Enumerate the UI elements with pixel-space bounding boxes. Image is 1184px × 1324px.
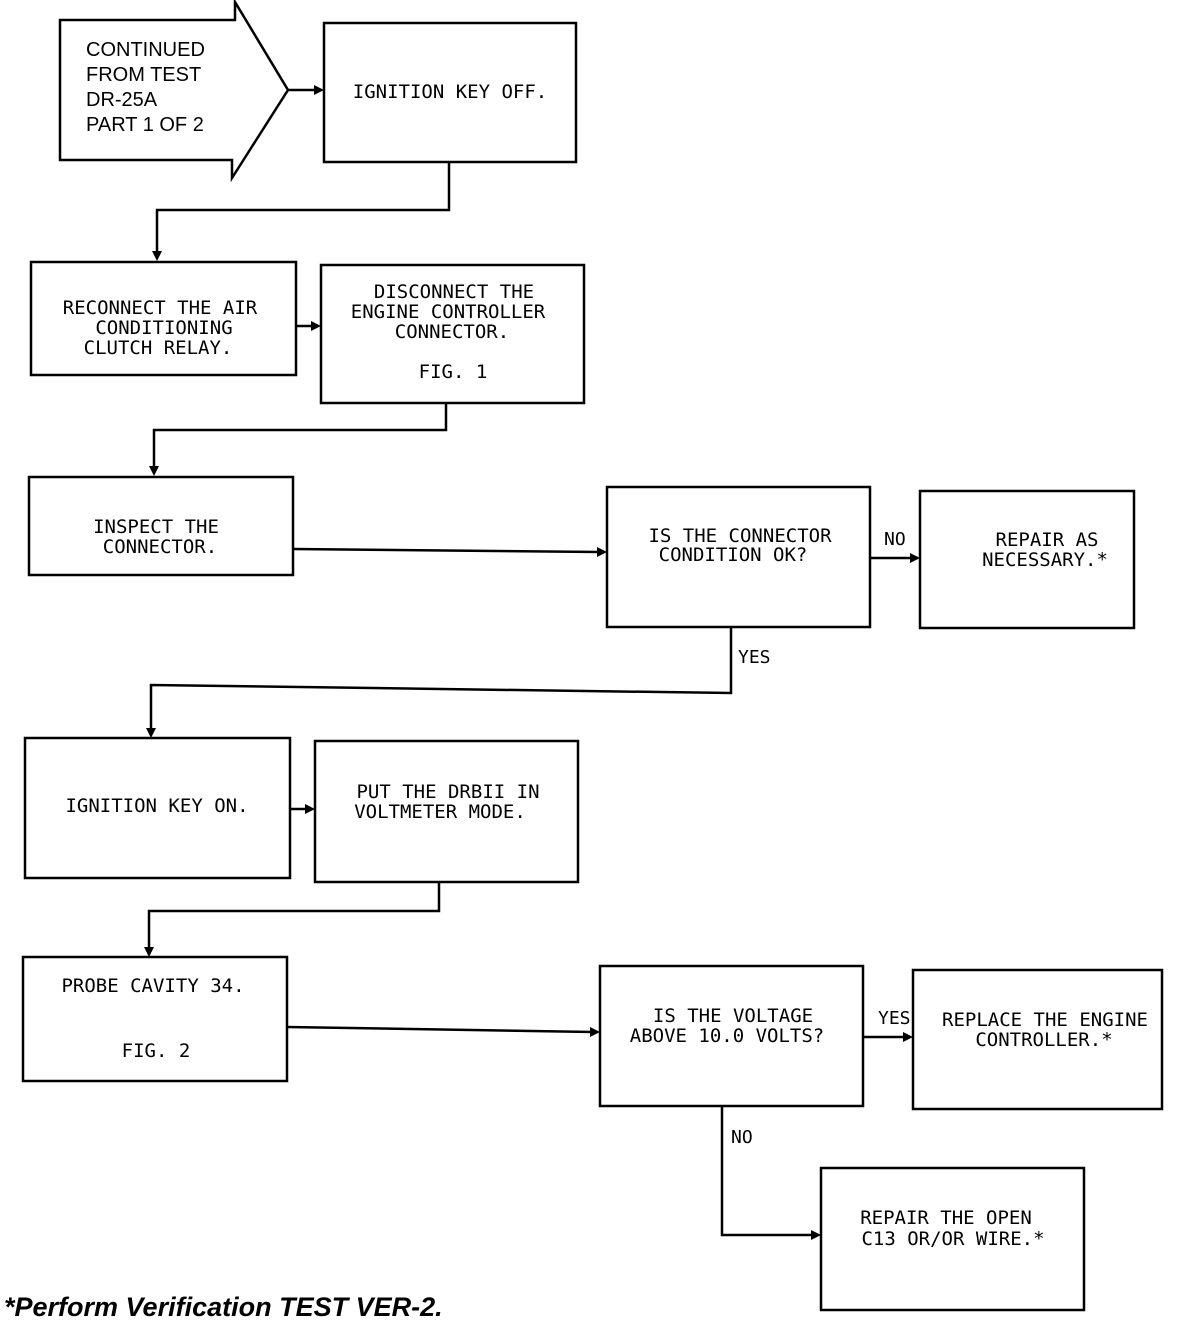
arrow-head bbox=[305, 804, 315, 814]
step-repair-open: REPAIR THE OPEN C13 OR/OR WIRE.* bbox=[819, 1166, 1086, 1312]
connector-voltage-no bbox=[720, 1106, 814, 1237]
connector-decision-yes bbox=[149, 627, 733, 731]
connector-disconnect-to-inspect bbox=[152, 403, 448, 469]
step-ignition-on-text: IGNITION KEY ON. bbox=[65, 795, 248, 817]
decision-connector-line-2: CONDITION OK? bbox=[659, 544, 808, 566]
step-probe-cavity: PROBE CAVITY 34. FIG. 2 bbox=[21, 955, 289, 1083]
connector-off-to-reconnect bbox=[155, 162, 451, 254]
arrow-head bbox=[311, 321, 321, 331]
decision-voltage-line-1: IS THE VOLTAGE bbox=[653, 1005, 813, 1027]
continued-line-1: CONTINUED bbox=[86, 39, 205, 61]
step-replace-line-1: REPLACE THE ENGINE bbox=[942, 1009, 1148, 1031]
connector-probe-to-decision bbox=[286, 1025, 594, 1034]
arrow-head bbox=[811, 1230, 821, 1240]
step-inspect-line-2: CONNECTOR. bbox=[103, 536, 217, 558]
arrow-head bbox=[597, 547, 607, 557]
step-repair-as-necessary: REPAIR AS NECESSARY.* bbox=[918, 489, 1136, 630]
step-voltmeter-line-2: VOLTMETER MODE. bbox=[354, 801, 526, 823]
step-disconnect-line-2: ENGINE CONTROLLER bbox=[351, 301, 546, 323]
continued-line-3: DR-25A bbox=[86, 89, 158, 111]
step-replace-line-2: CONTROLLER.* bbox=[975, 1029, 1112, 1051]
step-reconnect-line-1: RECONNECT THE AIR bbox=[63, 297, 258, 319]
step-disconnect-fig: FIG. 1 bbox=[419, 361, 488, 383]
label-no-voltage: NO bbox=[731, 1127, 753, 1148]
footnote: *Perform Verification TEST VER-2. bbox=[4, 1292, 443, 1322]
continued-line-2: FROM TEST bbox=[86, 64, 201, 86]
step-repair-line-2: NECESSARY.* bbox=[982, 549, 1108, 571]
arrow-head bbox=[590, 1027, 600, 1037]
step-ignition-on: IGNITION KEY ON. bbox=[23, 736, 292, 880]
step-repair-open-line-2: C13 OR/OR WIRE.* bbox=[861, 1228, 1044, 1250]
decision-voltage: IS THE VOLTAGE ABOVE 10.0 VOLTS? bbox=[598, 964, 865, 1108]
continued-line-4: PART 1 OF 2 bbox=[86, 114, 204, 136]
label-yes-voltage: YES bbox=[878, 1008, 911, 1029]
arrow-head bbox=[144, 947, 154, 957]
arrow-head bbox=[903, 1032, 913, 1042]
connector-inspect-to-decision bbox=[292, 547, 601, 554]
decision-voltage-line-2: ABOVE 10.0 VOLTS? bbox=[630, 1025, 824, 1047]
label-yes-connector: YES bbox=[738, 647, 771, 668]
step-reconnect-line-3: CLUTCH RELAY. bbox=[84, 337, 233, 359]
step-replace-controller: REPLACE THE ENGINE CONTROLLER.* bbox=[911, 968, 1164, 1111]
step-voltmeter-line-1: PUT THE DRBII IN bbox=[356, 781, 539, 803]
connector-voltmeter-to-probe bbox=[147, 882, 441, 950]
decision-connector-line-1: IS THE CONNECTOR bbox=[648, 525, 832, 547]
step-repair-open-line-1: REPAIR THE OPEN bbox=[860, 1207, 1032, 1229]
connectors bbox=[144, 85, 920, 1240]
step-inspect-line-1: INSPECT THE bbox=[93, 516, 219, 538]
arrow-head bbox=[314, 85, 324, 95]
step-reconnect-relay: RECONNECT THE AIR CONDITIONING CLUTCH RE… bbox=[29, 260, 298, 377]
continued-from-arrow: CONTINUED FROM TEST DR-25A PART 1 OF 2 bbox=[58, 0, 290, 183]
label-no-connector: NO bbox=[884, 529, 906, 550]
step-inspect-connector: INSPECT THE CONNECTOR. bbox=[27, 475, 295, 577]
step-disconnect-controller: DISCONNECT THE ENGINE CONTROLLER CONNECT… bbox=[319, 263, 586, 405]
decision-connector-ok: IS THE CONNECTOR CONDITION OK? bbox=[605, 485, 872, 629]
step-probe-fig: FIG. 2 bbox=[122, 1040, 191, 1062]
arrow-head bbox=[152, 251, 162, 261]
step-disconnect-line-3: CONNECTOR. bbox=[395, 321, 509, 343]
arrow-head bbox=[910, 553, 920, 563]
step-ignition-off-text: IGNITION KEY OFF. bbox=[353, 81, 547, 103]
step-ignition-off: IGNITION KEY OFF. bbox=[322, 21, 578, 164]
step-disconnect-line-1: DISCONNECT THE bbox=[374, 281, 534, 303]
step-probe-text: PROBE CAVITY 34. bbox=[61, 975, 244, 997]
step-repair-line-1: REPAIR AS bbox=[996, 529, 1099, 551]
step-reconnect-line-2: CONDITIONING bbox=[95, 317, 232, 339]
arrow-head bbox=[146, 728, 156, 738]
arrow-head bbox=[149, 466, 159, 476]
step-voltmeter-mode: PUT THE DRBII IN VOLTMETER MODE. bbox=[313, 739, 580, 884]
